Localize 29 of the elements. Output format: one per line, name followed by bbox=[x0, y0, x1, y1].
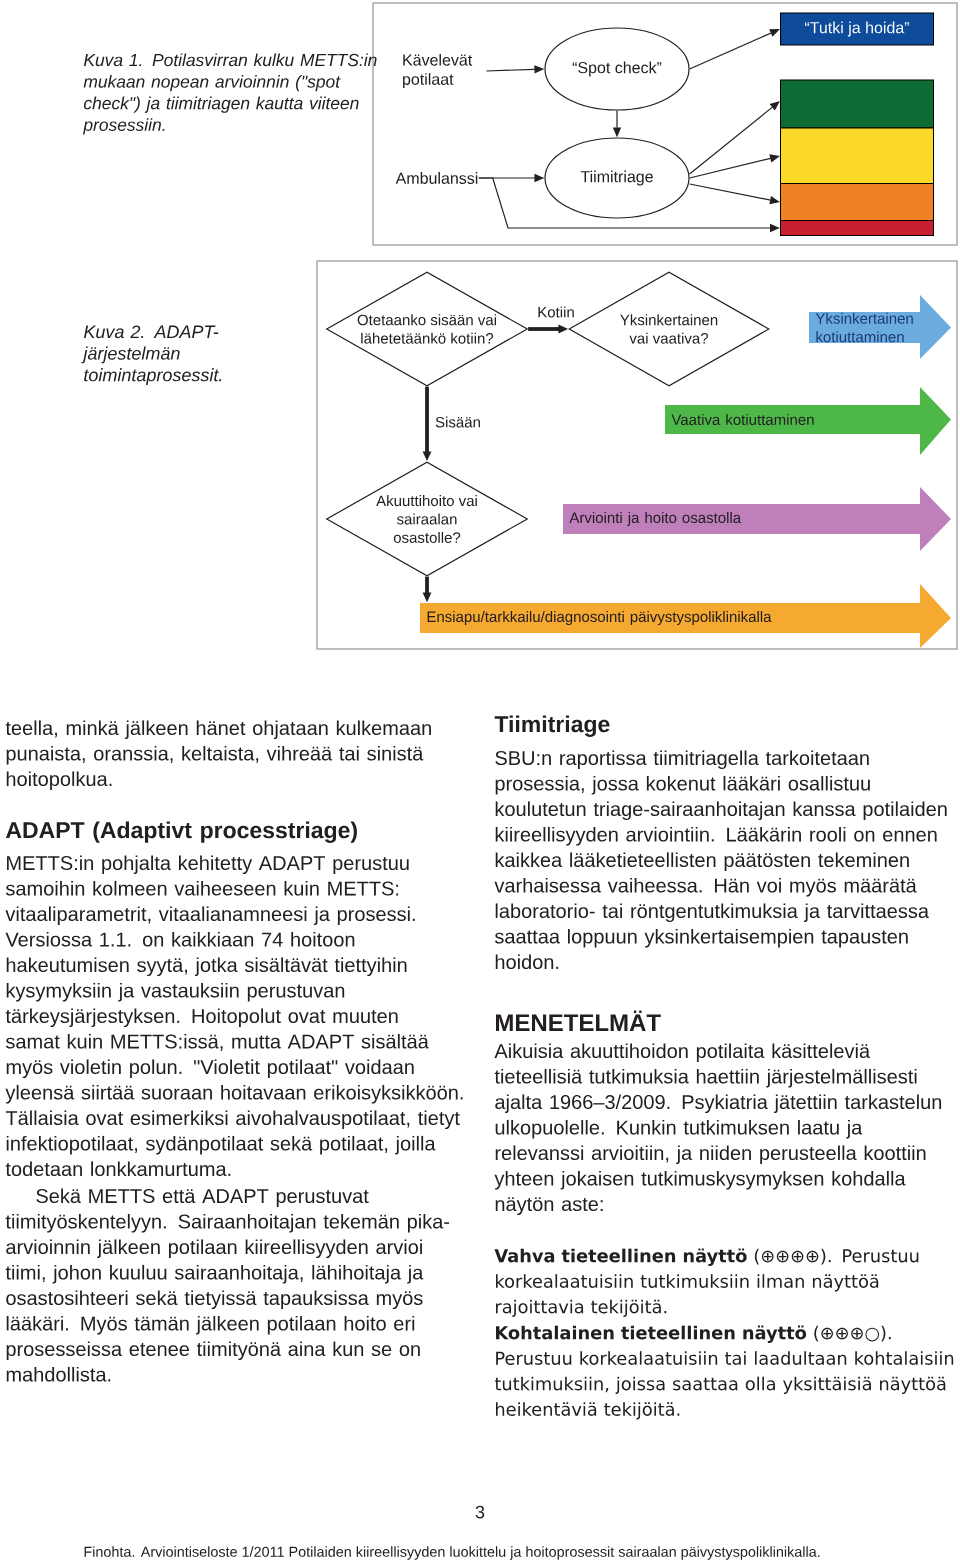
node-label: Kävelevät potilaat bbox=[403, 53, 473, 89]
section-heading: Tiimitriage bbox=[494, 715, 610, 737]
color-bar bbox=[780, 127, 934, 185]
footer-text: Finohta. Arviointiseloste 1/2011 Potilaiden kiireellisyyden luokittelu ja hoitoprosessit sairaalan päivystyspoliklinikalla. bbox=[84, 1546, 820, 1560]
pathway-banner: Yksinkertainen kotiuttaminen bbox=[809, 295, 951, 359]
arrow bbox=[689, 154, 780, 179]
page-number: 3 bbox=[475, 1505, 485, 1519]
figure-caption: Kuva 2. ADAPT-järjestelmän toimintaprosessit. bbox=[81, 325, 222, 385]
body-paragraph: teella, minkä jälkeen hänet ohjataan kulkemaan punaista, oranssia, keltaista, vihreää tai sinistä hoitopolkua. bbox=[5, 720, 431, 791]
edge-label: Sisään bbox=[433, 414, 483, 430]
body-paragraph: SBU:n raportissa tiimitriagella tarkoitetaan prosessia, jossa kokenut lääkäri osallistuu koulutetun triage-sairaanhoitajan kanssa potilaiden kiireellisyyden arviointiin. Lääkärin rooli on ennen kaikkea lääketieteellisten päätösten tekeminen varhaisessa vaiheessa. Hän voi myös määrätä laboratorio- tai röntgentutkimuksia ja tarvittaessa saattaa loppuun yksinkertaisempien tapausten hoidon. bbox=[494, 750, 947, 970]
process-box: “Tutki ja hoida” bbox=[780, 12, 934, 46]
arrow bbox=[689, 101, 780, 175]
figure-caption: Kuva 1. Potilasvirran kulku METTS:in mukaan nopean arvioinnin ("spot check") ja tiimitriagen kautta viiteen prosessiin. bbox=[82, 53, 377, 135]
arrow bbox=[689, 29, 780, 70]
node-label: Ambulanssi bbox=[395, 172, 478, 184]
color-bar bbox=[780, 183, 934, 221]
body-paragraph: Aikuisia akuuttihoidon potilaita käsitteleviä tieteellisiä tutkimuksia haettiin järjestelmällisesti ajalta 1966–3/2009. Psykiatria jätettiin tarkastelun ulkopuolelle. Kunkin tutkimuksen laatu ja relevanssi arvioitiin, ja niiden perusteella koottiin yhteen jokaisen tutkimuskysymyksen kohdalla näytön aste: bbox=[494, 1043, 942, 1216]
body-paragraph: Vahva tieteellinen näyttö (⊕⊕⊕⊕). Perustuu korkealaatuisiin tutkimuksiin ilman näyttöä rajoittavia tekijöitä. bbox=[494, 1248, 919, 1317]
section-heading: ADAPT (Adaptivt processtriage) bbox=[5, 821, 357, 843]
color-bar bbox=[780, 220, 934, 236]
body-paragraph: Sekä METTS että ADAPT perustuvat tiimityöskentelyyn. Sairaanhoitajan tekemän pika-arvioinnin jälkeen potilaan kiireellisyyden arvioi tiimi, johon kuuluu sairaanhoitaja, lähihoitaja ja osastosihteeri sekä tietyissä tapauksissa myös lääkäri. Myös tämän jälkeen potilaan hoito eri prosesseissa etenee tiimityönä aina kun se on mahdollista. bbox=[5, 1188, 450, 1382]
pathway-banner: Arviointi ja hoito osastolla bbox=[563, 487, 951, 551]
color-bar bbox=[780, 79, 934, 129]
pathway-banner: Ensiapu/tarkkailu/diagnosointi päivystyspoliklinikalla bbox=[420, 584, 951, 648]
pathway-banner: Vaativa kotiuttaminen bbox=[665, 387, 951, 455]
body-paragraph: Kohtalainen tieteellinen näyttö (⊕⊕⊕○). Perustuu korkealaatuisiin tai laadultaan kohtalaisiin tutkimuksiin, joissa saattaa olla yksittäisiä näyttöä heikentäviä tekijöitä. bbox=[494, 1325, 954, 1420]
body-paragraph: METTS:in pohjalta kehitetty ADAPT perustuu samoihin kolmeen vaiheeseen kuin METTS: vitaaliparametrit, vitaalianamneesi ja prosessi. Versiossa 1.1. on kaikkiaan 74 hoitoon hakeutumisen syytä, jotka sisältävät tiettyihin kysymyksiin ja vastauksiin perustuvan tärkeysjärjestyksen. Hoitopolut ovat muuten samat kuin METTS:issä, mutta ADAPT sisältää myös violetin polun. "Violetit potilaat" voidaan yleensä siirtää suoraan hoitavaan erikoisyksikköön. Tällaisia ovat esimerkiksi aivohalvauspotilaat, tietyt infektiopotilaat, sydänpotilaat sekä potilaat, joilla todetaan lonkkamurtuma. bbox=[5, 855, 463, 1177]
section-heading: MENETELMÄT bbox=[496, 1010, 661, 1031]
